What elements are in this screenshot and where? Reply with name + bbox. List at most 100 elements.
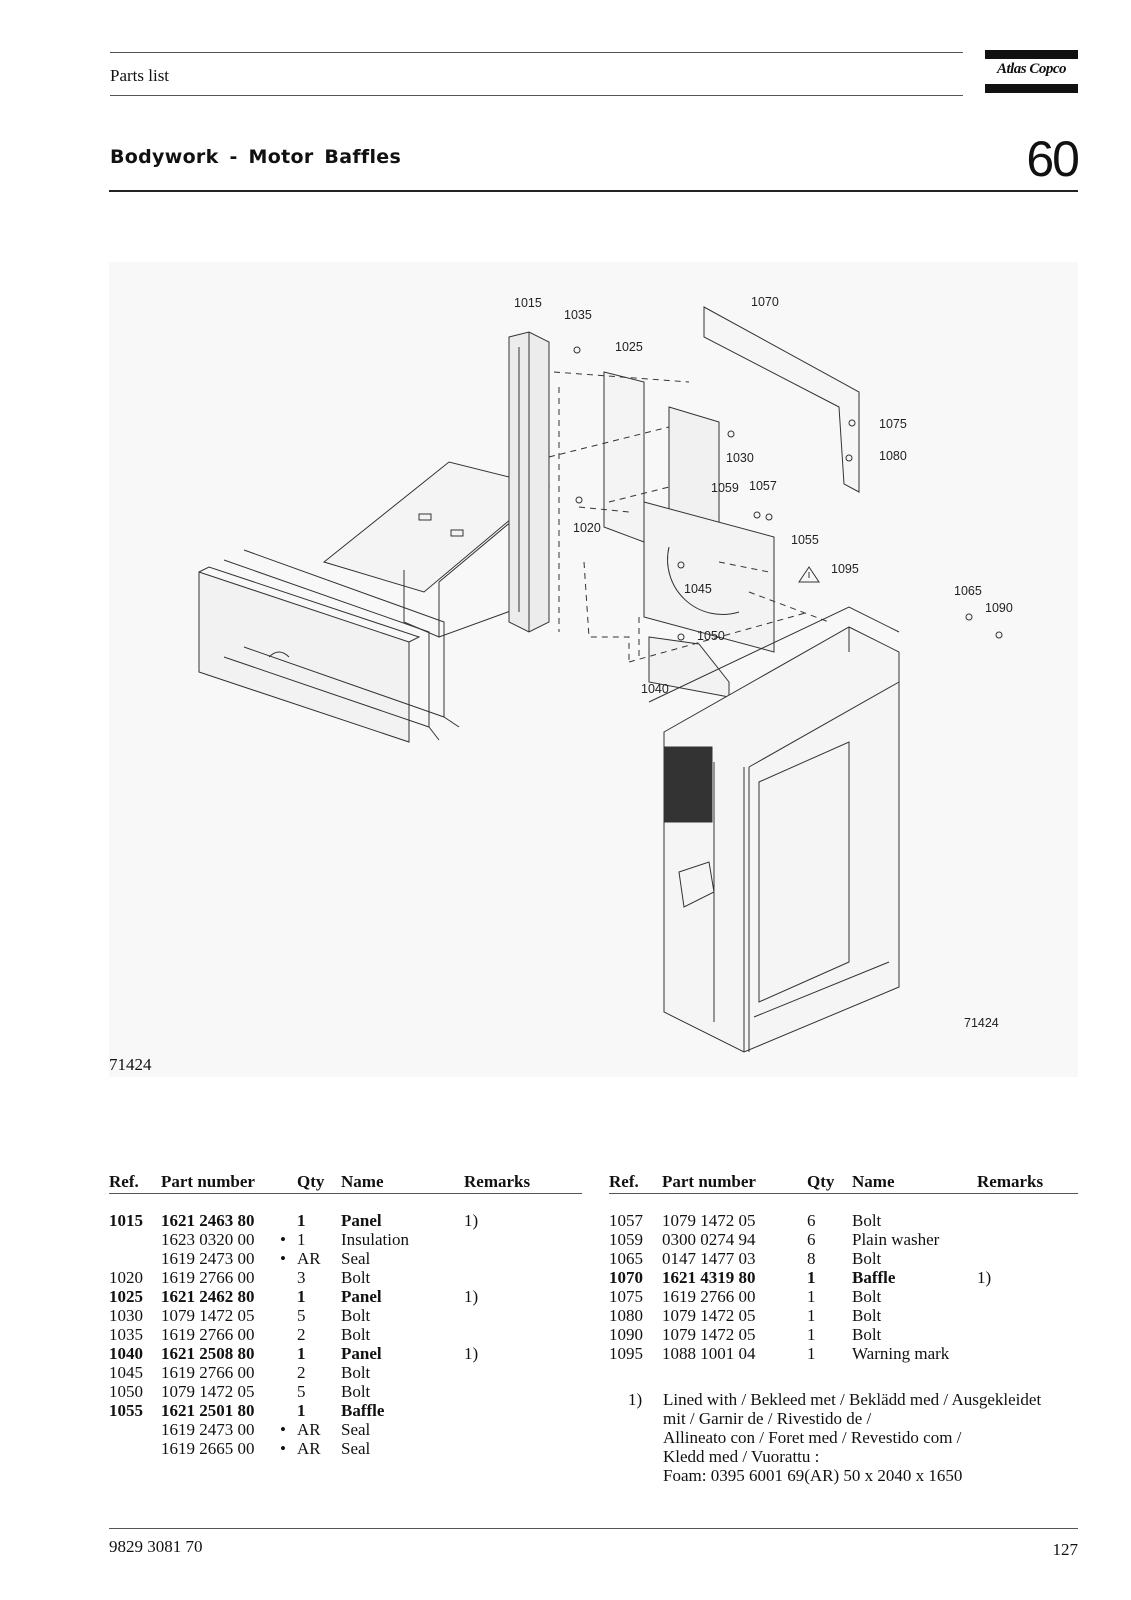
- cell-ref: 1050: [109, 1382, 143, 1401]
- cell-bullet: [269, 1401, 297, 1420]
- cell-bullet: [269, 1194, 297, 1231]
- callout-1050: 1050: [697, 629, 725, 643]
- cell-part-number: 1619 2766 00: [161, 1325, 255, 1344]
- cell-part-number: 0147 1477 03: [662, 1249, 756, 1268]
- callout-1030: 1030: [726, 451, 754, 465]
- cell-part-number: 1619 2473 00: [161, 1420, 255, 1439]
- cell-bullet: •: [280, 1249, 286, 1268]
- cell-ref: 1070: [609, 1268, 643, 1287]
- title-rule: [109, 190, 1078, 192]
- left-panel-inner: [243, 549, 445, 718]
- cell-part-number: 1619 2766 00: [161, 1268, 255, 1287]
- cell-ref: [109, 1230, 161, 1249]
- cell-name: Bolt: [852, 1287, 882, 1306]
- cell-qty: 2: [297, 1325, 306, 1344]
- panel-1025: [603, 371, 645, 543]
- header-ref: Ref.: [109, 1172, 161, 1194]
- atlas-copco-logo: Atlas Copco: [985, 50, 1078, 94]
- callout-1020: 1020: [573, 521, 601, 535]
- cell-remarks: 1): [464, 1287, 479, 1306]
- header-bottom-rule: [110, 95, 963, 96]
- header-part-number: Part number: [161, 1172, 269, 1194]
- cell-name: Bolt: [852, 1249, 882, 1268]
- page-title: Bodywork - Motor Baffles: [110, 146, 402, 168]
- header-label: Parts list: [110, 66, 170, 85]
- cell-bullet: •: [280, 1420, 286, 1439]
- cell-bullet: •: [280, 1439, 286, 1458]
- cell-ref: 1065: [609, 1249, 643, 1268]
- cell-qty: 1: [297, 1401, 306, 1420]
- callout-1059: 1059: [711, 481, 739, 495]
- cell-bullet: [269, 1306, 297, 1325]
- cell-qty: 1: [297, 1287, 306, 1306]
- cell-name: Seal: [341, 1249, 371, 1268]
- cell-qty: 1: [297, 1344, 306, 1363]
- cell-part-number: 1079 1472 05: [662, 1306, 756, 1325]
- cell-part-number: 1621 2463 80: [161, 1211, 255, 1230]
- cell-remarks: [464, 1363, 582, 1382]
- cell-qty: 2: [297, 1363, 306, 1382]
- cell-ref: 1055: [109, 1401, 143, 1420]
- cell-qty: 5: [297, 1306, 306, 1325]
- cell-part-number: 1619 2665 00: [161, 1439, 255, 1458]
- callout-1035: 1035: [564, 308, 592, 322]
- cell-part-number: 1623 0320 00: [161, 1230, 255, 1249]
- cell-qty: 6: [807, 1230, 816, 1249]
- cell-ref: [109, 1420, 161, 1439]
- footnote-line: Foam: 0395 6001 69(AR) 50 x 2040 x 1650: [663, 1466, 963, 1485]
- callout-1090: 1090: [985, 601, 1013, 615]
- callout-1055: 1055: [791, 533, 819, 547]
- footnote-number: 1): [628, 1390, 643, 1409]
- logo-text: Atlas Copco: [996, 61, 1067, 77]
- cell-remarks: [977, 1194, 1078, 1231]
- callout-1045: 1045: [684, 582, 712, 596]
- cell-name: Bolt: [341, 1325, 371, 1344]
- drawing-number: 71424: [964, 1016, 999, 1030]
- cell-qty: 1: [807, 1306, 816, 1325]
- cell-bullet: [269, 1344, 297, 1363]
- chapter-number: 60: [1026, 131, 1080, 187]
- cell-name: Seal: [341, 1439, 371, 1458]
- cell-ref: 1075: [609, 1287, 643, 1306]
- cell-ref: 1059: [609, 1230, 643, 1249]
- header-name: Name: [341, 1172, 464, 1194]
- footer-rule: [109, 1528, 1078, 1529]
- cell-qty: 1: [297, 1230, 306, 1249]
- cell-name: Insulation: [341, 1230, 409, 1249]
- cell-qty: 1: [807, 1344, 816, 1363]
- cell-remarks: [977, 1344, 1078, 1363]
- callout-1065: 1065: [954, 584, 982, 598]
- cell-remarks: [464, 1382, 582, 1401]
- cell-ref: 1020: [109, 1268, 143, 1287]
- cell-name: Bolt: [852, 1211, 882, 1230]
- footnote-line: Allineato con / Foret med / Revestido co…: [663, 1428, 962, 1447]
- cell-part-number: 1619 2766 00: [662, 1287, 756, 1306]
- cell-name: Bolt: [341, 1268, 371, 1287]
- document-number: 9829 3081 70: [109, 1537, 203, 1556]
- cell-name: Bolt: [852, 1325, 882, 1344]
- cell-ref: 1040: [109, 1344, 143, 1363]
- cell-remarks: [464, 1230, 582, 1249]
- callout-1070: 1070: [751, 295, 779, 309]
- cell-name: Plain washer: [852, 1230, 940, 1249]
- callout-1057: 1057: [749, 479, 777, 493]
- callout-1025: 1025: [615, 340, 643, 354]
- cell-name: Panel: [341, 1287, 382, 1306]
- cell-remarks: [977, 1249, 1078, 1268]
- cell-name: Bolt: [852, 1306, 882, 1325]
